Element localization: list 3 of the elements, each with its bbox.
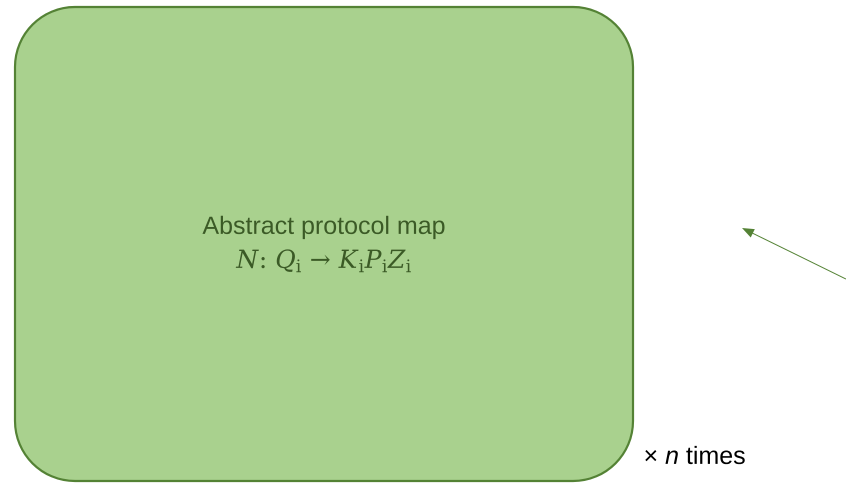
node-heading: Abstract protocol map	[202, 216, 444, 240]
node-formula: N: Q$_{i}$ → K$_{i}$P$_{i}$Z$_{i}$	[236, 249, 411, 272]
rounded-box	[14, 6, 634, 482]
